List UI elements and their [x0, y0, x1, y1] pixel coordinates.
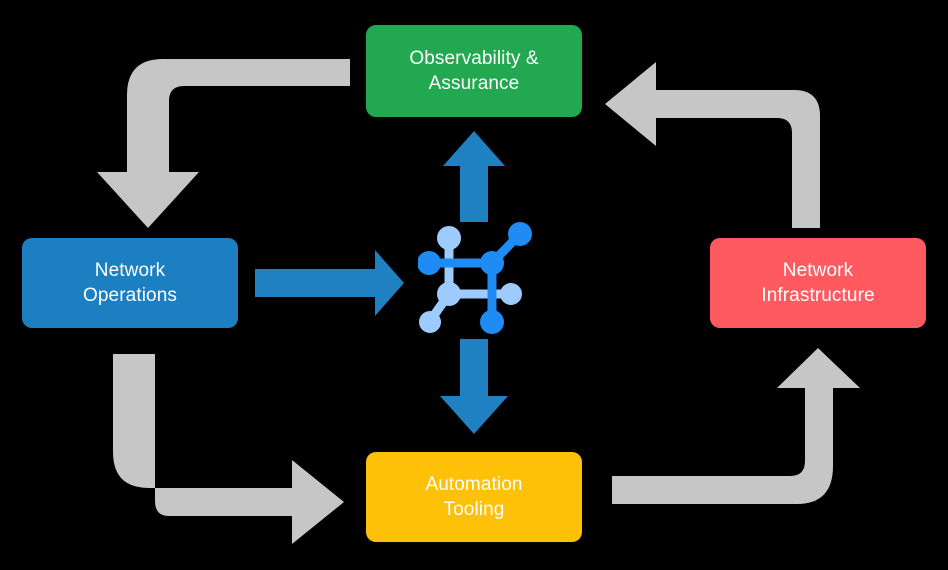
gray-elbow-arrow-bottom-left: [113, 354, 344, 544]
node-box-network-operations[interactable]: Network Operations: [22, 238, 238, 328]
node-label-automation-tooling: Automation Tooling: [425, 473, 523, 520]
node-box-network-infrastructure[interactable]: Network Infrastructure: [710, 238, 926, 328]
node-box-automation-tooling[interactable]: Automation Tooling: [366, 452, 582, 542]
gray-elbow-arrow-top-right: [605, 62, 820, 228]
mesh-nodes-secondary: [419, 226, 522, 333]
gray-elbow-arrow-bottom-right: [612, 348, 860, 504]
gray-elbow-arrow-top-left: [97, 59, 350, 228]
blue-arrow-up: [443, 131, 505, 222]
node-label-network-operations: Network Operations: [83, 259, 177, 306]
network-mesh-icon: [418, 222, 532, 334]
blue-arrow-right: [255, 250, 404, 316]
node-box-observability[interactable]: Observability & Assurance: [366, 25, 582, 117]
node-label-observability: Observability & Assurance: [409, 47, 539, 94]
node-label-network-infrastructure: Network Infrastructure: [761, 259, 875, 306]
mesh-nodes-primary: [418, 222, 532, 334]
blue-arrow-down: [440, 339, 508, 434]
